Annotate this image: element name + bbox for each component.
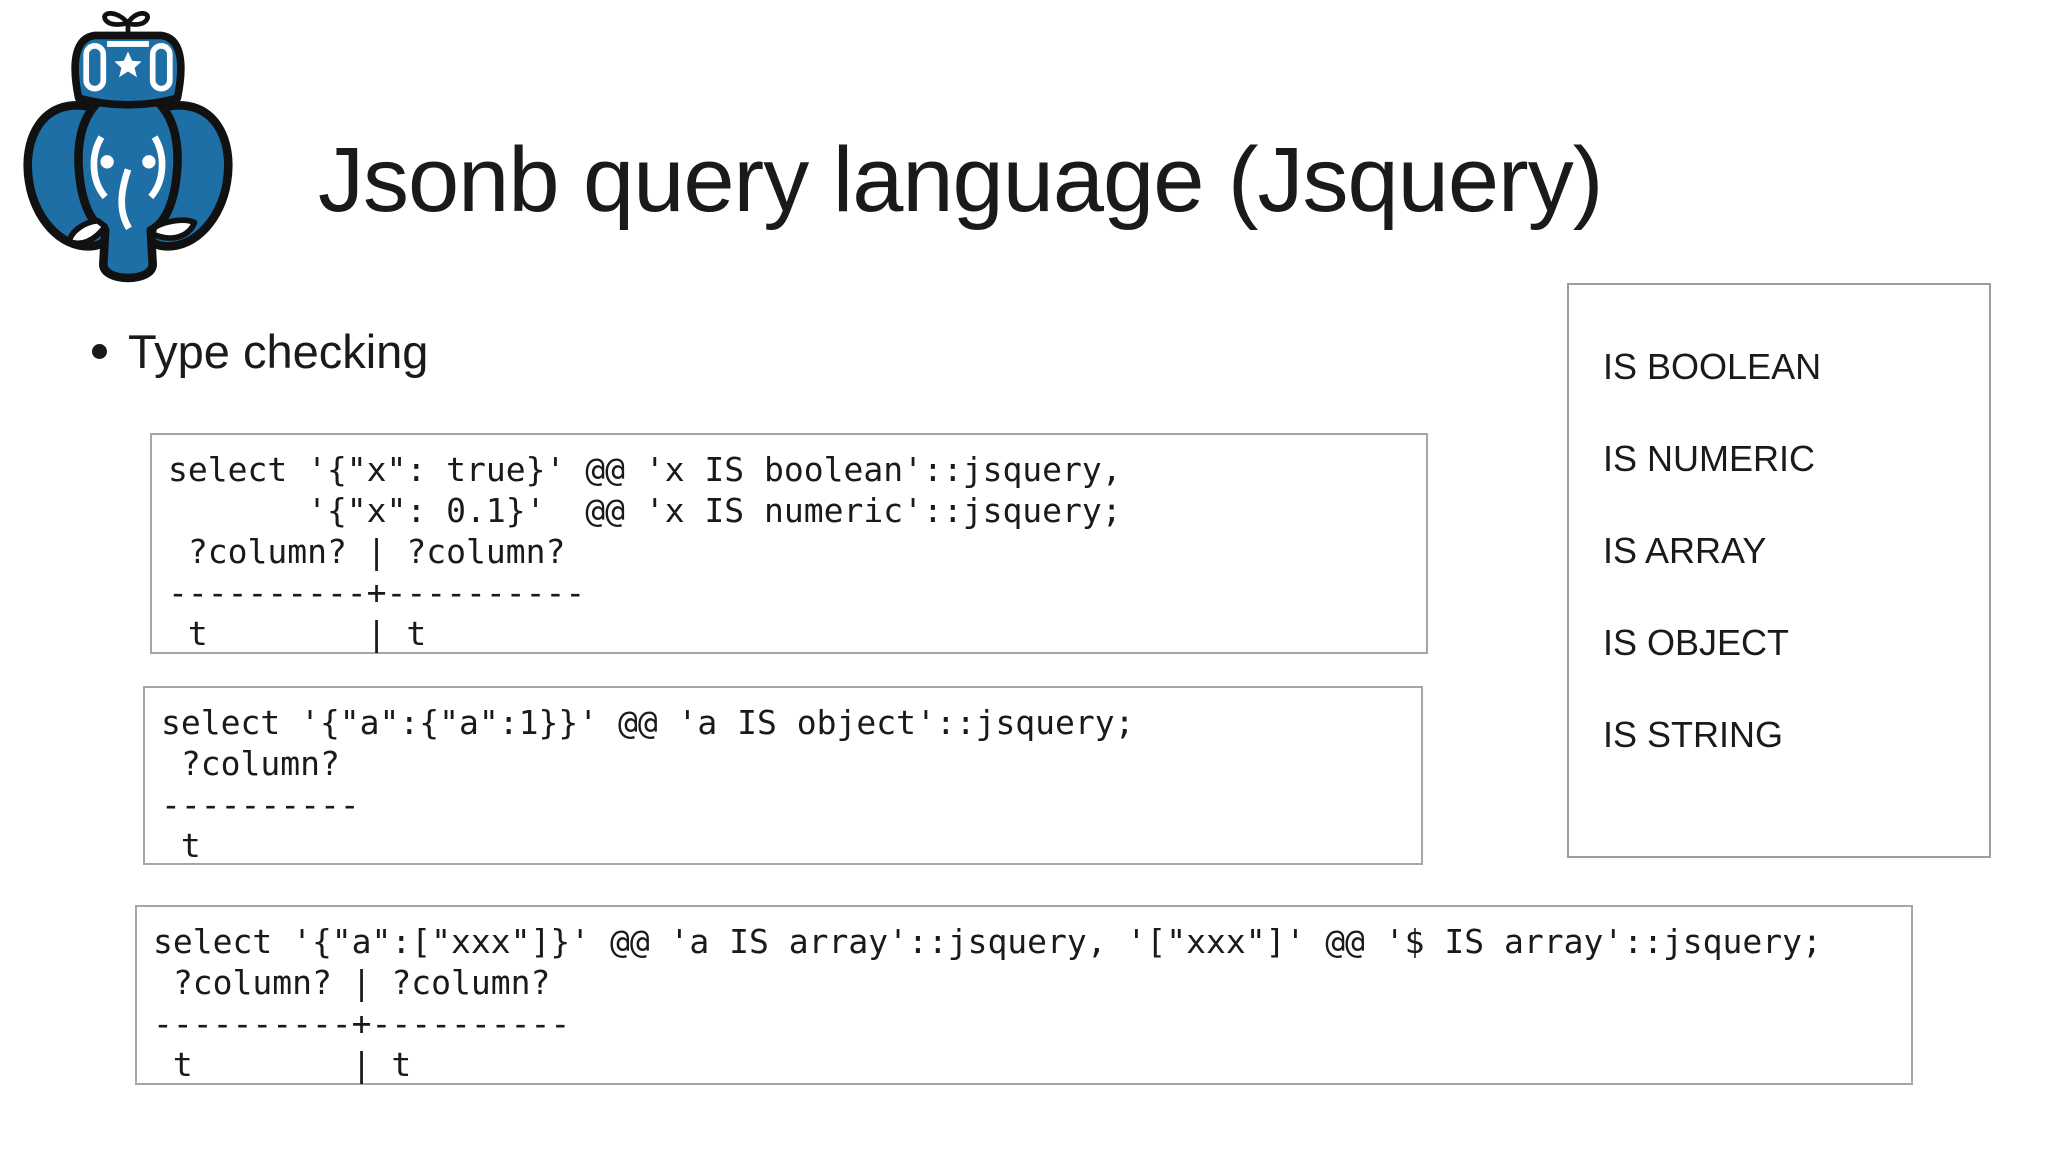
- type-predicates-panel: IS BOOLEAN IS NUMERIC IS ARRAY IS OBJECT…: [1567, 283, 1991, 858]
- type-item-boolean: IS BOOLEAN: [1603, 346, 1822, 387]
- bullet-label: Type checking: [128, 325, 429, 378]
- type-item-object: IS OBJECT: [1603, 622, 1790, 663]
- bullet-dot: [92, 344, 107, 359]
- code-text: select '{"a":["xxx"]}' @@ 'a IS array'::…: [153, 922, 1822, 1084]
- code-box-array: select '{"a":["xxx"]}' @@ 'a IS array'::…: [135, 905, 1913, 1085]
- page-title: Jsonb query language (Jsquery): [318, 129, 1603, 231]
- code-box-object: select '{"a":{"a":1}}' @@ 'a IS object':…: [143, 686, 1423, 865]
- code-box-boolean-numeric: select '{"x": true}' @@ 'x IS boolean'::…: [150, 433, 1428, 654]
- star-icon: [114, 51, 142, 78]
- type-item-array: IS ARRAY: [1603, 530, 1767, 571]
- type-item-string: IS STRING: [1603, 714, 1784, 755]
- postgresql-elephant-icon: [14, 6, 242, 291]
- code-text: select '{"x": true}' @@ 'x IS boolean'::…: [168, 450, 1122, 653]
- type-item-numeric: IS NUMERIC: [1603, 438, 1816, 479]
- code-text: select '{"a":{"a":1}}' @@ 'a IS object':…: [161, 703, 1135, 865]
